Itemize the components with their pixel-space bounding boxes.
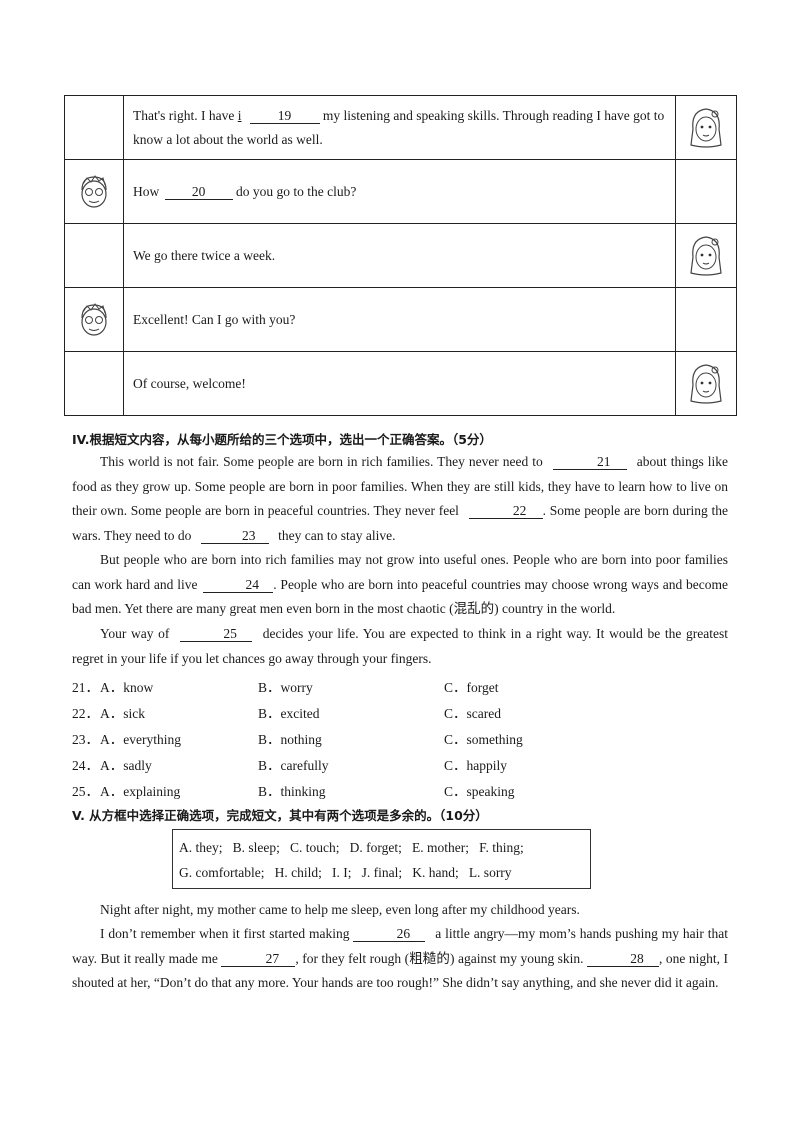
word-bank-line: A. they; B. sleep; C. touch; D. forget; … <box>179 840 524 855</box>
boy-avatar-icon <box>64 159 124 224</box>
option-a[interactable]: A．sadly <box>100 758 152 773</box>
dialogue-row: We go there twice a week. <box>64 223 737 288</box>
dialogue-table: That's right. I have i 19 my listening an… <box>64 95 737 416</box>
question-number: 23． <box>72 732 99 747</box>
passage-text: about things like food as they grow up. … <box>72 454 729 518</box>
option-b[interactable]: B．excited <box>258 706 320 721</box>
girl-avatar-icon <box>675 351 737 416</box>
dialogue-text-part: do you go to the club? <box>232 183 357 199</box>
dialogue-text: We go there twice a week. <box>123 223 676 288</box>
blank-19[interactable]: 19 <box>249 108 320 124</box>
option-c[interactable]: C．speaking <box>444 784 515 799</box>
dialogue-text-part: That's right. I have <box>133 107 238 123</box>
dialogue-row: How 20 do you go to the club? <box>64 159 737 224</box>
right-speaker-cell <box>675 287 737 352</box>
dialogue-text-part: my listening and speaking skills. Throug… <box>133 107 665 147</box>
option-a[interactable]: A．sick <box>100 706 145 721</box>
option-c[interactable]: C．happily <box>444 758 507 773</box>
blank-26[interactable]: 26 <box>353 926 426 942</box>
blank-28[interactable]: 28 <box>587 951 660 967</box>
dialogue-text: That's right. I have i 19 my listening an… <box>123 95 676 160</box>
option-b[interactable]: B．nothing <box>258 732 322 747</box>
passage-text: , for they felt rough (粗糙的) against my y… <box>295 950 588 966</box>
passage-text: This world is not fair. Some people are … <box>100 454 547 469</box>
dialogue-text-part: How <box>133 183 163 199</box>
question-number: 25． <box>72 784 99 799</box>
left-speaker-cell <box>64 95 124 160</box>
option-a[interactable]: A．explaining <box>100 784 181 799</box>
right-speaker-cell <box>675 159 737 224</box>
passage-text: . Some people are born during the wars. … <box>72 503 729 543</box>
passage-text: a little angry—my mom’s hands pushing my… <box>72 926 728 966</box>
passage-paragraph: Night after night, my mother came to hel… <box>100 902 580 917</box>
blank-20[interactable]: 20 <box>164 184 233 200</box>
dialogue-text: How 20 do you go to the club? <box>123 159 676 224</box>
option-c[interactable]: C．forget <box>444 680 499 695</box>
option-c[interactable]: C．scared <box>444 706 501 721</box>
passage-text: But people who are born into rich famili… <box>72 552 728 592</box>
passage-text: they can to stay alive. <box>274 527 396 543</box>
question-number: 22． <box>72 706 99 721</box>
option-b[interactable]: B．worry <box>258 680 313 695</box>
blank-21[interactable]: 21 <box>552 454 627 470</box>
question-number: 21． <box>72 680 99 695</box>
blank-25[interactable]: 25 <box>180 626 253 642</box>
blank-22[interactable]: 22 <box>468 503 543 519</box>
blank-24[interactable]: 24 <box>203 577 274 593</box>
option-c[interactable]: C．something <box>444 732 523 747</box>
passage-paragraph-2: But people who are born into rich famili… <box>72 548 728 622</box>
passage-paragraph-1: This world is not fair. Some people are … <box>72 450 728 548</box>
word-bank-box: A. they; B. sleep; C. touch; D. forget; … <box>172 829 591 889</box>
passage-text: I don’t remember when it first started m… <box>100 926 354 941</box>
girl-avatar-icon <box>675 223 737 288</box>
passage-paragraph-3: Your way of 25 decides your life. You ar… <box>72 622 728 671</box>
passage-text: decides your life. You are expected to t… <box>72 626 728 666</box>
blank-23[interactable]: 23 <box>200 528 269 544</box>
left-speaker-cell <box>64 223 124 288</box>
option-a[interactable]: A．know <box>100 680 154 695</box>
blank-27[interactable]: 27 <box>221 951 296 967</box>
section-4-heading: IV.根据短文内容，从每小题所给的三个选项中，选出一个正确答案。（5分） <box>72 432 492 447</box>
option-b[interactable]: B．thinking <box>258 784 326 799</box>
dialogue-text: Of course, welcome! <box>123 351 676 416</box>
passage-text: , one night, I shouted at her, “Don’t do… <box>72 950 728 991</box>
dialogue-row: Excellent! Can I go with you? <box>64 287 737 352</box>
option-a[interactable]: A．everything <box>100 732 181 747</box>
hint-letter: i <box>237 107 242 123</box>
passage-text: Your way of <box>100 626 175 641</box>
passage-text: . People who are born into peaceful coun… <box>72 576 728 617</box>
girl-avatar-icon <box>675 95 737 160</box>
dialogue-row: That's right. I have i 19 my listening an… <box>64 95 737 160</box>
section-5-heading: V. 从方框中选择正确选项，完成短文，其中有两个选项是多余的。（10分） <box>72 808 488 823</box>
dialogue-text: Excellent! Can I go with you? <box>123 287 676 352</box>
left-speaker-cell <box>64 351 124 416</box>
option-b[interactable]: B．carefully <box>258 758 329 773</box>
dialogue-row: Of course, welcome! <box>64 351 737 416</box>
question-number: 24． <box>72 758 99 773</box>
boy-avatar-icon <box>64 287 124 352</box>
passage-paragraph: I don’t remember when it first started m… <box>72 922 728 996</box>
word-bank-line: G. comfortable; H. child; I. I; J. final… <box>179 865 512 880</box>
